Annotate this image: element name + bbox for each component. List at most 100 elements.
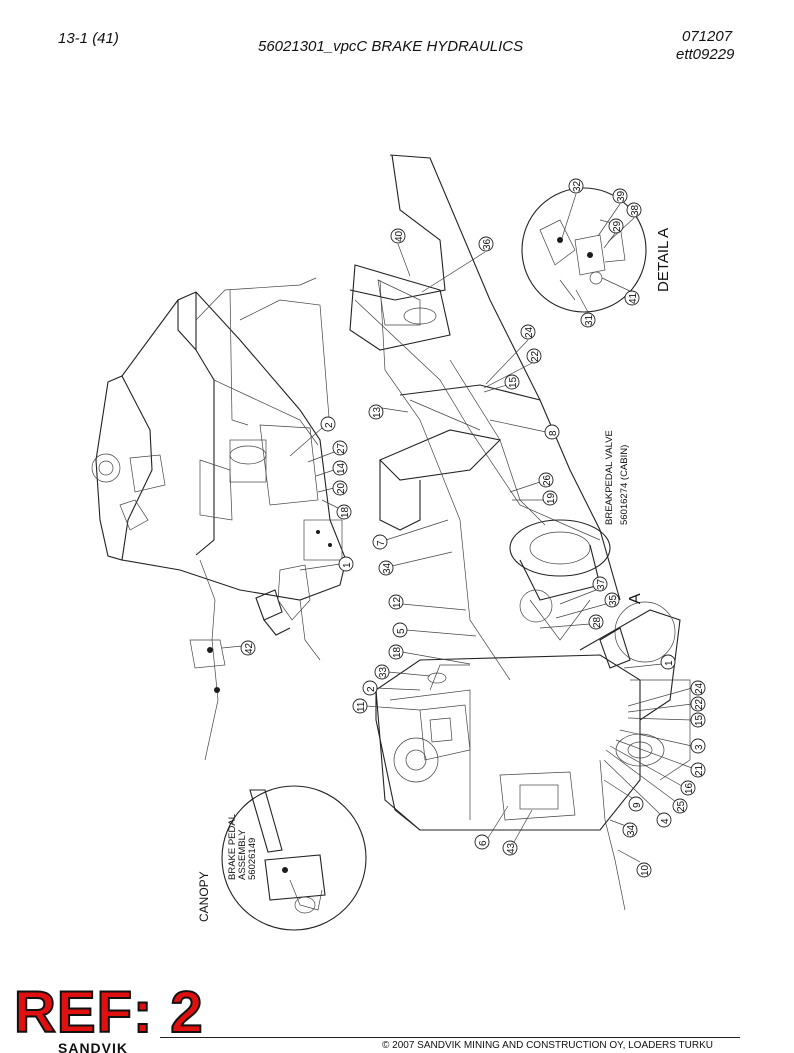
svg-text:25: 25 — [676, 800, 687, 812]
callout-28: 28 — [539, 614, 604, 630]
svg-text:2: 2 — [366, 686, 377, 692]
callout-22-upper: 22 — [483, 348, 542, 389]
brake-pedal-detail-view — [221, 785, 367, 931]
svg-text:2: 2 — [324, 422, 335, 428]
svg-text:36: 36 — [482, 238, 493, 250]
svg-text:28: 28 — [592, 616, 603, 628]
svg-text:41: 41 — [628, 292, 639, 304]
view-a-marker: A — [627, 593, 644, 604]
callout-8: 8 — [489, 419, 560, 440]
svg-text:35: 35 — [608, 594, 619, 606]
callout-21: 21 — [615, 739, 706, 778]
svg-text:20: 20 — [336, 482, 347, 494]
brake-pedal-assembly-label: ASSEMBLY — [237, 829, 248, 880]
svg-text:22: 22 — [694, 698, 705, 710]
callout-4: 4 — [603, 759, 672, 828]
svg-text:26: 26 — [542, 474, 553, 486]
svg-text:8: 8 — [548, 430, 559, 436]
mid-chassis — [349, 154, 621, 681]
callout-19: 19 — [512, 490, 558, 506]
callout-41: 41 — [601, 277, 640, 306]
detail-a-label: DETAIL A — [655, 228, 672, 292]
svg-text:18: 18 — [392, 646, 403, 658]
svg-text:40: 40 — [394, 230, 405, 242]
callout-35: 35 — [555, 592, 620, 619]
callout-18-upper: 18 — [321, 499, 352, 520]
svg-text:21: 21 — [694, 764, 705, 776]
svg-text:4: 4 — [660, 818, 671, 824]
callout-36: 36 — [421, 236, 494, 293]
svg-text:11: 11 — [356, 701, 367, 712]
svg-text:1: 1 — [342, 562, 353, 568]
page-number: 13-1 (41) — [58, 30, 119, 47]
svg-text:18: 18 — [340, 506, 351, 518]
svg-text:7: 7 — [376, 540, 387, 546]
callout-18-lower: 18 — [388, 644, 471, 665]
callout-25: 25 — [605, 749, 688, 814]
svg-text:13: 13 — [372, 406, 383, 418]
callout-5: 5 — [392, 622, 477, 638]
detail-a-view — [521, 187, 647, 313]
svg-text:19: 19 — [546, 492, 557, 504]
callout-40: 40 — [390, 228, 411, 277]
breakpedal-valve-part-number: 56016274 (CABIN) — [619, 445, 630, 525]
callout-12: 12 — [388, 594, 467, 611]
rear-frame — [375, 601, 691, 911]
canopy-label: CANOPY — [197, 871, 211, 922]
svg-text:34: 34 — [382, 562, 393, 574]
svg-text:37: 37 — [596, 578, 607, 590]
front-frame — [91, 277, 347, 761]
svg-text:10: 10 — [640, 864, 651, 876]
callout-34-lower: 34 — [609, 819, 638, 838]
svg-text:22: 22 — [530, 350, 541, 362]
svg-text:1: 1 — [664, 660, 675, 666]
callout-14: 14 — [315, 460, 348, 477]
brand-logo-fragment: SANDVIK — [58, 1040, 129, 1053]
callout-43: 43 — [502, 809, 533, 856]
svg-text:43: 43 — [506, 842, 517, 854]
svg-text:29: 29 — [612, 220, 623, 232]
callout-15-upper: 15 — [483, 374, 520, 393]
callout-1-upper: 1 — [299, 556, 354, 572]
callout-39: 39 — [597, 188, 628, 237]
callout-11: 11 — [352, 698, 421, 714]
callout-26: 26 — [509, 472, 554, 493]
callout-1-lower: 1 — [623, 654, 676, 670]
svg-text:16: 16 — [684, 782, 695, 794]
svg-text:9: 9 — [632, 802, 643, 808]
callout-13: 13 — [368, 404, 409, 420]
brake-pedal-part-number: 56026149 — [247, 838, 258, 880]
callout-2-lower: 2 — [362, 680, 421, 696]
svg-text:24: 24 — [524, 326, 535, 338]
callout-22-lower: 22 — [627, 696, 706, 713]
document-date: 071207 — [682, 28, 733, 45]
svg-text:3: 3 — [694, 744, 705, 750]
callout-24-upper: 24 — [485, 324, 536, 385]
callout-31: 31 — [575, 289, 596, 328]
callout-42: 42 — [221, 640, 256, 656]
callout-33: 33 — [374, 664, 431, 680]
svg-text:38: 38 — [630, 204, 641, 216]
svg-text:42: 42 — [244, 642, 255, 654]
document-title: 56021301_vpcC BRAKE HYDRAULICS — [258, 38, 524, 55]
callout-20: 20 — [317, 480, 348, 496]
copyright-notice: © 2007 SANDVIK MINING AND CONSTRUCTION O… — [382, 1040, 713, 1051]
svg-text:5: 5 — [396, 628, 407, 634]
svg-text:15: 15 — [694, 714, 705, 726]
callout-2-upper: 2 — [289, 416, 336, 457]
ref-stamp: REF: 2 — [13, 980, 204, 1045]
callout-10: 10 — [617, 849, 652, 878]
svg-text:39: 39 — [616, 190, 627, 202]
callout-32: 32 — [561, 178, 584, 239]
callout-27: 27 — [307, 440, 348, 463]
footer-divider — [160, 1037, 740, 1038]
callout-15-lower: 15 — [627, 712, 706, 728]
callout-3: 3 — [619, 729, 706, 754]
callout-29: 29 — [603, 218, 624, 249]
svg-text:32: 32 — [572, 180, 583, 192]
svg-text:6: 6 — [478, 840, 489, 846]
callout-6: 6 — [474, 805, 509, 850]
callout-24-lower: 24 — [627, 680, 706, 707]
svg-text:12: 12 — [392, 596, 403, 608]
